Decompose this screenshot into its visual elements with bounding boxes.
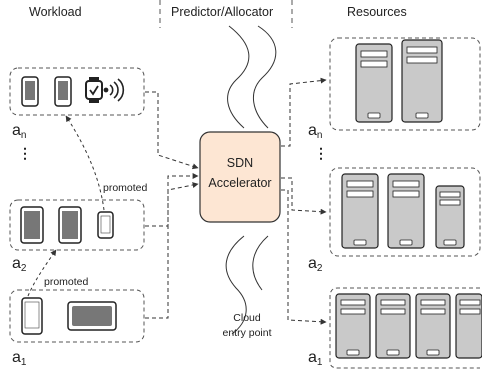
ellipsis-resources: ⋮ bbox=[314, 145, 328, 161]
resource-group-a1 bbox=[329, 287, 482, 369]
label-an: an bbox=[12, 122, 26, 141]
svg-text:Accelerator: Accelerator bbox=[208, 176, 271, 190]
server-icon bbox=[375, 293, 411, 359]
server-icon bbox=[435, 185, 465, 249]
label-a1: a1 bbox=[12, 349, 27, 368]
laptop-icon bbox=[67, 301, 117, 331]
column-separators bbox=[159, 0, 293, 28]
cloud-entry-line1: Cloud bbox=[233, 312, 261, 324]
ellipsis-workload: ⋮ bbox=[18, 145, 32, 161]
server-icon bbox=[341, 173, 379, 249]
workload-group-an bbox=[9, 67, 145, 116]
cloud-entry-line2: entry point bbox=[222, 327, 271, 339]
tablet-icon bbox=[20, 206, 44, 244]
server-icon bbox=[335, 293, 371, 359]
label-resource-an: an bbox=[308, 122, 322, 141]
resource-group-an bbox=[329, 37, 481, 131]
server-icon bbox=[387, 173, 425, 249]
resource-flows bbox=[281, 77, 327, 325]
header-resources: Resources bbox=[347, 5, 407, 19]
workload-group-a1 bbox=[9, 289, 145, 343]
smartwatch-icon bbox=[85, 77, 103, 103]
workload-flows bbox=[145, 91, 199, 319]
phone-icon bbox=[21, 76, 39, 107]
phone-icon bbox=[54, 76, 72, 107]
server-icon bbox=[355, 43, 393, 123]
wifi-icon bbox=[103, 78, 125, 102]
promoted-label-lower: promoted bbox=[44, 276, 89, 288]
promoted-label-upper: promoted bbox=[103, 182, 148, 194]
server-icon bbox=[401, 39, 443, 123]
resource-group-a2 bbox=[329, 167, 481, 257]
svg-text:SDN: SDN bbox=[227, 156, 253, 170]
label-resource-a2: a2 bbox=[308, 255, 323, 274]
promotion-arrows bbox=[27, 115, 105, 297]
workload-group-a2 bbox=[9, 199, 145, 251]
server-icon bbox=[455, 293, 482, 359]
header-predictor: Predictor/Allocator bbox=[171, 5, 273, 19]
phone-icon bbox=[21, 297, 43, 335]
server-icon bbox=[415, 293, 451, 359]
sdn-accelerator: SDN Accelerator bbox=[199, 131, 281, 223]
cloud-icon bbox=[225, 25, 277, 335]
header-workload: Workload bbox=[29, 5, 82, 19]
tablet-icon bbox=[58, 206, 82, 244]
phone-icon bbox=[97, 211, 114, 239]
label-a2: a2 bbox=[12, 255, 27, 274]
label-resource-a1: a1 bbox=[308, 349, 323, 368]
